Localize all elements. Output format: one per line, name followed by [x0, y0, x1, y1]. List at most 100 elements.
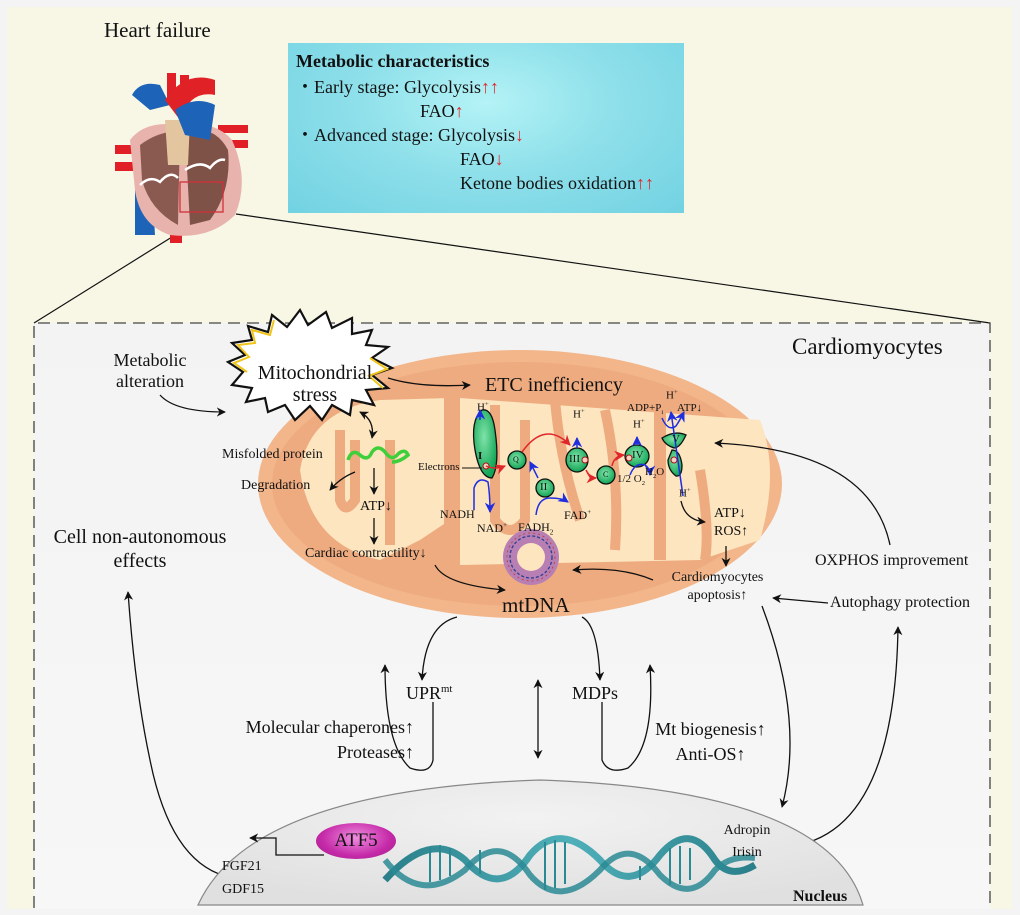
arrow-oxphos-to-mito	[714, 438, 891, 546]
plus: +	[580, 408, 585, 415]
item-label: Ketone bodies oxidation	[460, 173, 636, 193]
text-line: Molecular chaperones↑	[245, 717, 414, 737]
arrow-fgf21-to-effects	[124, 591, 226, 877]
arrow-h-to-atp-ros	[680, 500, 706, 526]
arrow-mtdna-to-uprmt	[417, 616, 458, 681]
item-label: FAO	[460, 149, 495, 169]
h-plus-I: H+	[477, 401, 489, 414]
q-label: Q	[513, 455, 519, 464]
adp: ADP+P	[627, 402, 662, 414]
ketone-row: Ketone bodies oxidation↑↑	[296, 171, 684, 195]
trend-arrow: ↑↑	[635, 173, 654, 193]
zoom-line-right	[235, 213, 991, 324]
h-plus-V-top: H+	[666, 389, 678, 402]
apoptosis-label: Cardiomyocytes apoptosis↑	[655, 569, 780, 605]
half-o2-label: 1/2 O2	[617, 473, 645, 488]
fad: FAD	[564, 508, 588, 522]
h: H	[666, 389, 674, 402]
stress-burst-icon	[225, 307, 395, 422]
etc-complexes	[462, 408, 687, 516]
arrow-uprmt-loop	[380, 664, 434, 771]
arrow-nucleus-to-autophagy	[792, 626, 903, 847]
atf5-badge: ATF5	[316, 823, 396, 859]
advanced-glycolysis-row: ・Advanced stage: Glycolysis↓	[296, 123, 684, 147]
h: H	[679, 487, 687, 500]
complex-II-label: II	[540, 481, 548, 493]
fadh2-label: FADH2	[518, 520, 554, 537]
h-plus-IV: H+	[633, 418, 645, 431]
arrow-autophagy-to-apoptosis	[772, 594, 829, 604]
degradation-label: Degradation	[241, 478, 311, 493]
arrow-mdps-loop	[601, 664, 656, 771]
text-line: Proteases↑	[337, 742, 414, 762]
early-glycolysis-row: ・Early stage: Glycolysis↑↑	[296, 75, 684, 99]
arrow-stress-to-etc	[387, 377, 471, 391]
complex-III-label: III	[569, 453, 580, 465]
nad: NAD	[477, 521, 503, 535]
cell-border	[33, 322, 991, 908]
plus: +	[587, 508, 592, 516]
text-line: FGF21	[222, 859, 262, 874]
text-line: alteration	[116, 370, 184, 391]
h2o-label: H2O	[645, 466, 664, 481]
arrow-apoptosis-to-mtdna	[572, 564, 654, 581]
trend-arrow: ↓	[494, 149, 504, 169]
arrow-stress-to-protein	[359, 411, 378, 439]
heart-illustration	[115, 73, 248, 243]
oxphos-improvement-label: OXPHOS improvement	[815, 552, 969, 569]
plus: +	[640, 418, 645, 425]
text-line: GDF15	[222, 882, 265, 897]
arrow-contractility-to-mtdna	[434, 564, 506, 594]
metabolic-heading: Metabolic characteristics	[296, 51, 490, 71]
zoom-line-left	[33, 231, 181, 324]
c-label: C	[603, 470, 609, 479]
h: H	[645, 466, 653, 478]
text-line: Metabolic	[113, 350, 187, 370]
atp-ros-label: ATP↓ ROS↑	[714, 505, 748, 541]
adp-pi-label: ADP+Pi	[627, 402, 663, 417]
advanced-fao-row: FAO↓	[296, 147, 684, 171]
trend-arrow: ↑↑	[480, 77, 499, 97]
complex-IV-label: IV	[632, 449, 644, 461]
mitochondrion	[258, 350, 782, 618]
text-line: Mt biogenesis↑	[655, 719, 766, 739]
upr: UPR	[406, 683, 442, 703]
subscript: 2	[549, 528, 554, 537]
nadh-label: NADH	[440, 507, 475, 521]
dna-helix-icon	[382, 835, 757, 895]
h: H	[633, 418, 641, 431]
text-line: Cardiomyocytes	[671, 570, 764, 585]
plus: +	[503, 521, 508, 529]
subscript: 2	[652, 473, 657, 481]
chaperones-proteases-label: Molecular chaperones↑ Proteases↑	[228, 715, 414, 765]
text-line: apoptosis↑	[687, 588, 748, 603]
item-label: Glycolysis	[437, 125, 515, 145]
complex-Q	[507, 450, 527, 470]
text-line: ATP↓	[714, 506, 746, 521]
text-line: Anti-OS↑	[675, 744, 746, 764]
text-line: effects	[113, 550, 167, 572]
plus: +	[686, 487, 691, 494]
h: H	[477, 401, 485, 414]
metabolic-characteristics-box: Metabolic characteristics ・Early stage: …	[288, 43, 684, 213]
mdps-label: MDPs	[572, 683, 619, 703]
biogenesis-antios-label: Mt biogenesis↑ Anti-OS↑	[638, 717, 783, 767]
text-line: ROS↑	[714, 524, 749, 539]
arrow-protein-to-degradation	[329, 471, 356, 491]
item-label: FAO	[420, 101, 455, 121]
h-plus-V-bottom: H+	[679, 487, 691, 500]
plus: +	[484, 401, 489, 408]
subscript: 2	[641, 480, 646, 488]
arrow-metabolic-to-stress	[159, 394, 226, 417]
text-line: Irisin	[732, 845, 762, 860]
subscript: i	[661, 409, 664, 417]
atp-v-label: ATP↓	[677, 402, 703, 414]
text-line: Adropin	[723, 823, 771, 838]
fad-label: FAD+	[564, 508, 591, 523]
nad-label: NAD+	[477, 521, 507, 536]
